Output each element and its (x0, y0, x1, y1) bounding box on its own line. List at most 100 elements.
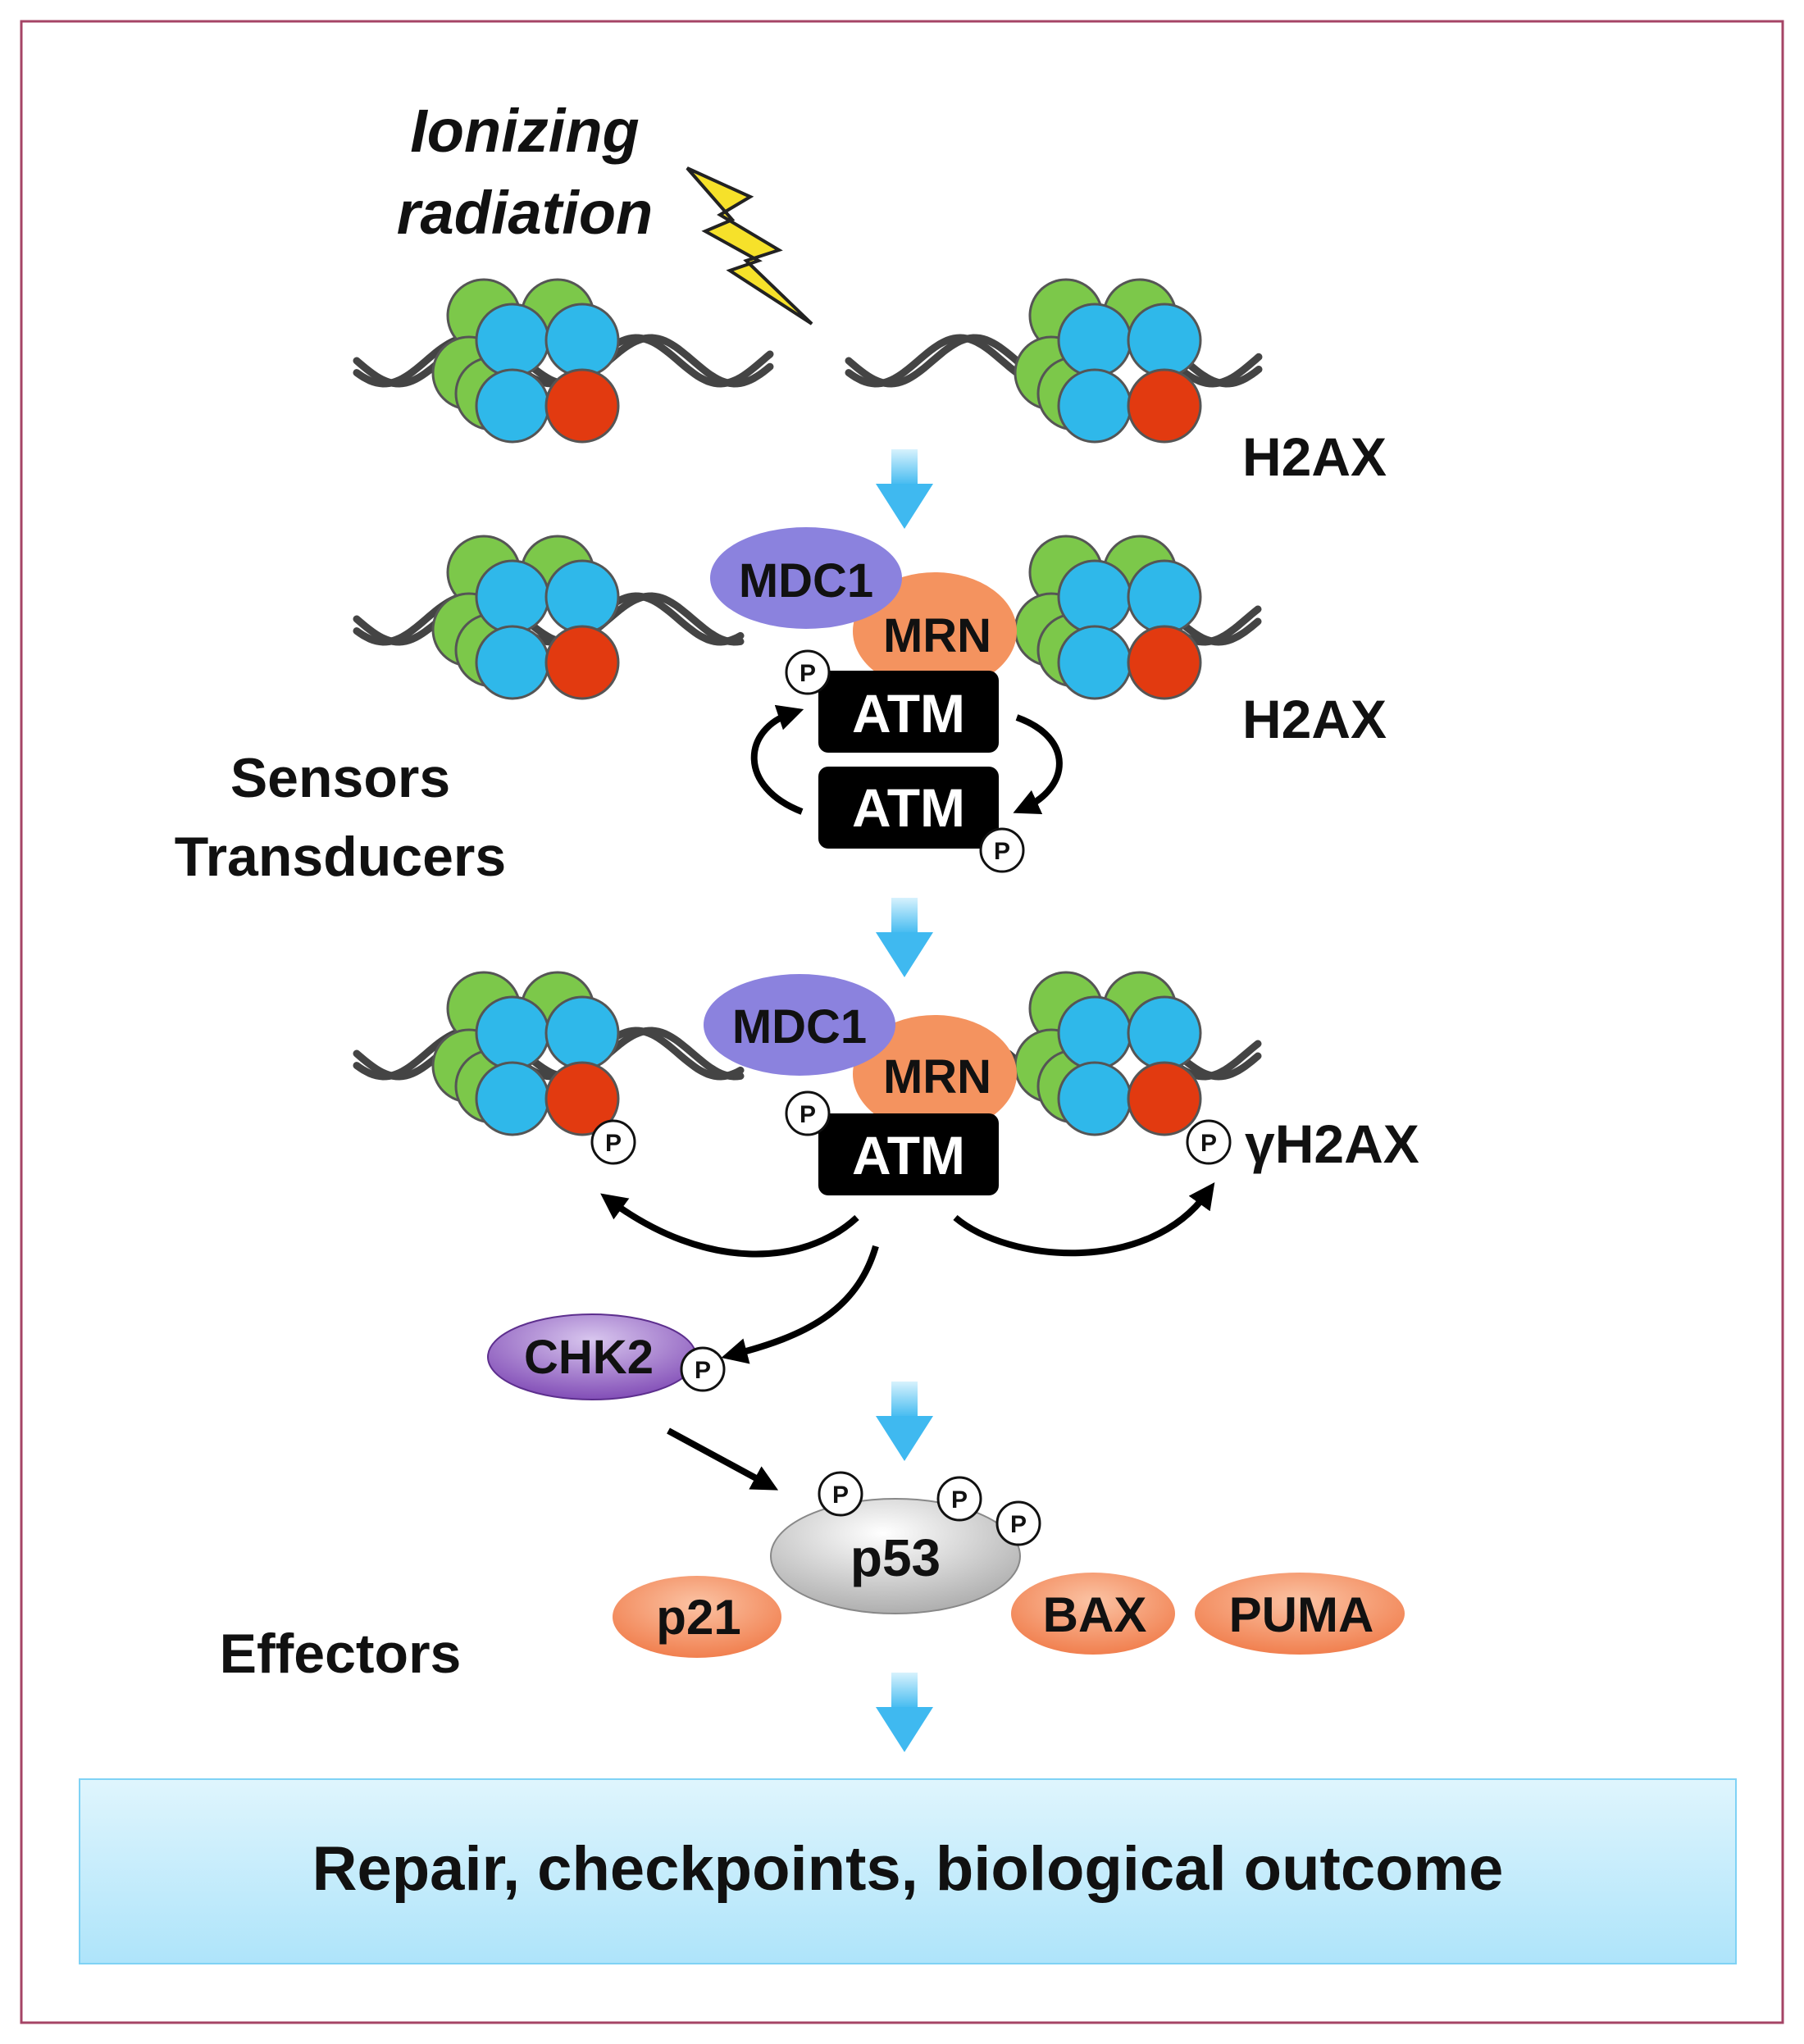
atm-label-active: ATM (852, 1125, 965, 1186)
p53-protein (770, 1498, 1021, 1614)
atm-autophosphorylation-arrow-right (1013, 714, 1063, 814)
nucleosome-right-1 (1014, 278, 1202, 444)
flow-arrow-4 (876, 1673, 933, 1752)
atm-label-lower: ATM (852, 777, 965, 838)
stimulus-label-line2: radiation (397, 179, 653, 247)
phospho-atm-upper: P (785, 649, 831, 695)
nucleosome-right-3 (1014, 971, 1202, 1136)
histone-blue (544, 995, 620, 1071)
dna-strand-left-2 (353, 592, 745, 646)
svg-text:P: P (695, 1357, 711, 1384)
flow-arrow-2 (876, 898, 933, 977)
p21-protein (613, 1576, 781, 1658)
histone-blue (475, 1061, 550, 1136)
p53-label: p53 (850, 1528, 941, 1587)
mrn-label-2: MRN (883, 609, 991, 662)
atm-autophosphorylation-arrow-left (750, 704, 804, 815)
nucleosome-left-1 (431, 278, 620, 444)
phospho-atm-lower: P (979, 827, 1025, 873)
flow-arrow-3 (876, 1382, 933, 1461)
nucleosome-right-2 (1014, 535, 1202, 700)
svg-text:P: P (800, 660, 816, 687)
phospho-chk2: P (680, 1346, 726, 1392)
atm-box-lower (818, 767, 999, 849)
atm-box-upper (818, 671, 999, 753)
phospho-p53-1: P (818, 1471, 863, 1517)
nucleosome-left-3 (431, 971, 620, 1136)
histone-h2ax (1127, 1061, 1202, 1136)
h2ax-label-2: H2AX (1242, 689, 1387, 749)
stage-label-effectors: Effectors (220, 1623, 462, 1685)
histone-h2ax (544, 368, 620, 444)
histone-blue (475, 559, 550, 635)
dna-backbone-1 (353, 1027, 745, 1081)
dna-backbone-2 (353, 1027, 745, 1081)
phospho-p53-3: P (995, 1500, 1041, 1546)
histone-blue (1057, 625, 1132, 700)
histone-blue (1127, 303, 1202, 378)
phospho-p53-2: P (936, 1476, 982, 1522)
histone-blue (475, 303, 550, 378)
mrn-complex-3 (853, 1015, 1017, 1133)
outcome-box (79, 1778, 1737, 1964)
histone-blue (1057, 995, 1132, 1071)
stimulus-label-line1: Ionizing (410, 97, 640, 165)
stage-label-sensors: Sensors (230, 747, 450, 809)
h2ax-label-1: H2AX (1242, 426, 1387, 487)
mrn-complex-2 (853, 572, 1017, 690)
histone-blue (1127, 559, 1202, 635)
bax-label: BAX (1043, 1587, 1147, 1642)
histone-blue (544, 559, 620, 635)
histone-blue (1057, 303, 1132, 378)
svg-text:P: P (994, 838, 1010, 865)
phospho-atm-active: P (785, 1090, 831, 1136)
lightning-bolt-icon (686, 166, 813, 325)
histone-h2ax (1127, 368, 1202, 444)
histone-blue (1127, 995, 1202, 1071)
svg-text:P: P (605, 1130, 622, 1157)
phospho-h2ax-left: P (590, 1119, 636, 1165)
histone-h2ax (544, 1061, 620, 1136)
dna-strand-left-3 (353, 1027, 745, 1081)
atm-to-h2ax-arrow-left (600, 1193, 859, 1258)
puma-label: PUMA (1229, 1587, 1374, 1642)
histone-blue (1057, 1061, 1132, 1136)
svg-text:P: P (832, 1482, 849, 1509)
histone-blue (1057, 368, 1132, 444)
figure-frame (20, 20, 1784, 2024)
mdc1-protein-2 (710, 527, 902, 629)
atm-to-h2ax-arrow-right (953, 1182, 1215, 1257)
histone-blue (1057, 559, 1132, 635)
chk2-to-p53-arrow (667, 1427, 779, 1491)
bax-protein (1011, 1573, 1175, 1655)
histone-h2ax (1127, 625, 1202, 700)
mrn-label-3: MRN (883, 1050, 991, 1104)
p21-label: p21 (656, 1590, 740, 1645)
histone-blue (475, 368, 550, 444)
atm-to-chk2-arrow (721, 1245, 879, 1364)
phospho-h2ax-right: P (1186, 1119, 1232, 1165)
nucleosome-left-2 (431, 535, 620, 700)
outcome-label: Repair, checkpoints, biological outcome (312, 1834, 1504, 1904)
mdc1-label-2: MDC1 (739, 554, 873, 608)
flow-arrow-1 (876, 449, 933, 529)
mdc1-protein-3 (704, 974, 895, 1076)
chk2-label: CHK2 (524, 1331, 654, 1384)
svg-text:P: P (1010, 1511, 1027, 1538)
stage-label-transducers: Transducers (175, 826, 506, 888)
svg-text:P: P (1200, 1130, 1217, 1157)
gamma-h2ax-label: γH2AX (1245, 1113, 1419, 1174)
histone-blue (544, 303, 620, 378)
dna-backbone-2 (353, 592, 745, 646)
dna-backbone-1 (353, 592, 745, 646)
mdc1-label-3: MDC1 (732, 1000, 867, 1054)
histone-blue (475, 625, 550, 700)
svg-text:P: P (800, 1101, 816, 1128)
svg-text:P: P (951, 1486, 968, 1514)
puma-protein (1195, 1573, 1405, 1655)
histone-h2ax (544, 625, 620, 700)
atm-label-upper: ATM (852, 683, 965, 744)
histone-blue (475, 995, 550, 1071)
atm-box-active (818, 1113, 999, 1195)
